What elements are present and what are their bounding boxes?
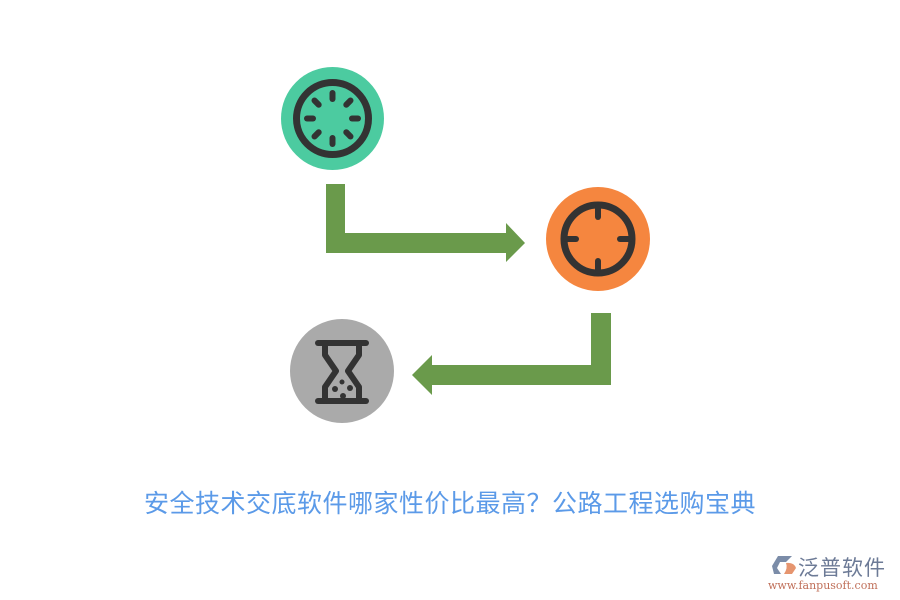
step-2-node	[546, 187, 650, 291]
hourglass-icon	[315, 340, 369, 404]
logo-url: www.fanpusoft.com	[768, 579, 878, 592]
crosshair-target-icon	[560, 201, 636, 277]
step-3-node	[290, 319, 394, 423]
arrow-step2-to-step3	[412, 313, 611, 395]
logo-brand-name: 泛普软件	[798, 556, 886, 580]
page-title: 安全技术交底软件哪家性价比最高？公路工程选购宝典	[143, 489, 756, 518]
fanpu-logo-icon	[772, 556, 796, 574]
loading-spinner-icon	[293, 79, 372, 158]
arrow-step1-to-step2	[326, 184, 525, 262]
step-1-node	[281, 67, 384, 170]
brand-logo[interactable]: 泛普软件 www.fanpusoft.com	[768, 552, 893, 594]
